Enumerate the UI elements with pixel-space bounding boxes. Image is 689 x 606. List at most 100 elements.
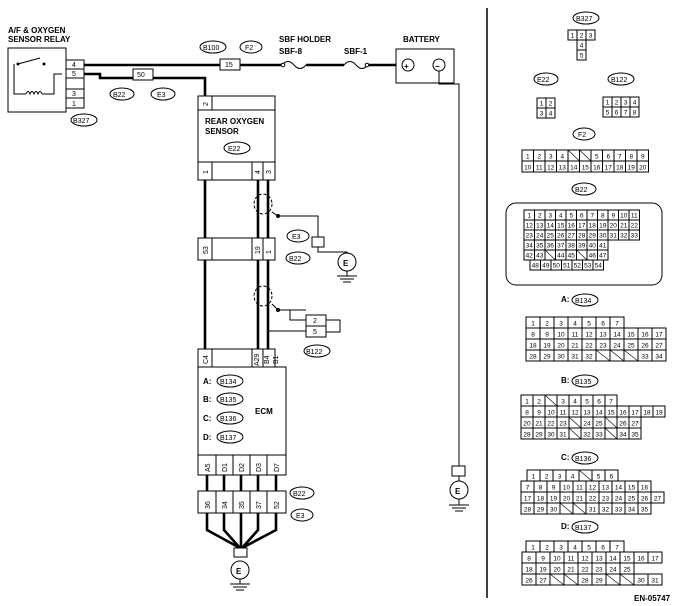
pin-number: 25 — [595, 421, 603, 428]
pin-number: 15 — [628, 485, 636, 492]
pin-number: 9 — [611, 213, 615, 220]
b137-prefix: D: — [561, 522, 569, 531]
pin-number: 32 — [602, 507, 610, 514]
pin-number: 22 — [589, 496, 597, 503]
b22-title-badge — [571, 182, 597, 196]
f2-pin15: 15 — [225, 62, 233, 69]
pin-number: 5 — [587, 545, 591, 552]
pin-number: 19 — [543, 343, 551, 350]
pin-number: 14 — [547, 223, 555, 230]
sensor-pin-bottom: 1 — [203, 170, 210, 174]
pin-cell — [637, 502, 652, 515]
blank-pin-mark — [578, 469, 593, 482]
pin-number: 23 — [526, 233, 534, 240]
relay-pin: 4 — [72, 62, 76, 69]
ecm-top-pin: C4 — [203, 355, 210, 364]
b122-title-badge — [607, 72, 635, 86]
pin-number: 23 — [602, 496, 610, 503]
pin-number: 9 — [552, 485, 556, 492]
blank-pin-mark — [619, 573, 635, 586]
pin-number: 13 — [583, 410, 591, 417]
pin-number: 25 — [627, 343, 635, 350]
b137-label: B137 — [220, 435, 236, 442]
pin-number: 5 — [569, 213, 573, 220]
pin-number: 1 — [531, 321, 535, 328]
pin-cell — [628, 427, 642, 440]
relay-pin: 5 — [72, 71, 76, 78]
pin-number: 15 — [623, 556, 631, 563]
pin-number: 14 — [609, 556, 617, 563]
pin-number: 5 — [606, 110, 610, 117]
pin-number: 1 — [527, 213, 531, 220]
pin-number: 31 — [610, 233, 618, 240]
b22-label: B22 — [293, 491, 306, 498]
relay-coil-lead — [13, 64, 26, 95]
shield-upper — [253, 193, 273, 215]
pin-number: 27 — [631, 421, 639, 428]
pin-number: 9 — [537, 410, 541, 417]
pin-number: 17 — [524, 496, 532, 503]
pin-number: 35 — [631, 432, 639, 439]
e3-label: E3 — [157, 92, 166, 99]
b122-badge — [303, 344, 331, 358]
b22-label: B22 — [113, 92, 126, 99]
b136-title-badge — [571, 451, 599, 465]
b134-title: B134 — [575, 298, 591, 305]
battery-minus: − — [435, 62, 440, 71]
pin-number: 3 — [589, 33, 593, 40]
pin-cell — [576, 49, 587, 61]
sensor-title-line2: SENSOR — [205, 127, 239, 136]
pin-number: 27 — [654, 496, 662, 503]
b122-pin: 5 — [313, 329, 317, 336]
ecm-bottom-pin: D7 — [274, 463, 281, 472]
pin-cell — [545, 107, 556, 119]
pin-number: 25 — [628, 496, 636, 503]
pin-number: 18 — [525, 567, 533, 574]
pin-number: 20 — [563, 496, 571, 503]
pin-number: 17 — [578, 223, 586, 230]
pin-number: 30 — [637, 578, 645, 585]
pin-number: 35 — [536, 243, 544, 250]
pin-number: 5 — [585, 399, 589, 406]
pin-number: 14 — [615, 485, 623, 492]
pin-number: 33 — [595, 432, 603, 439]
pin-number: 16 — [619, 410, 627, 417]
b327-label: B327 — [73, 118, 89, 125]
pin-number: 2 — [545, 321, 549, 328]
b122-label: B122 — [306, 349, 322, 356]
pin-number: 23 — [559, 421, 567, 428]
pin-number: 31 — [571, 354, 579, 361]
ecm-connector-b: B: — [203, 395, 211, 404]
b22-badge-top — [109, 87, 135, 101]
sbf8-label: SBF-8 — [279, 47, 303, 56]
ecm-connector-c: C: — [203, 414, 211, 423]
relay-coil-lead-2 — [42, 73, 62, 95]
pin-number: 20 — [639, 165, 647, 172]
pin-number: 8 — [531, 332, 535, 339]
pin-number: 21 — [535, 421, 543, 428]
blank-pin-mark — [604, 416, 618, 429]
pin-number: 23 — [595, 567, 603, 574]
pin-number: 54 — [595, 263, 603, 270]
pin-number: 5 — [595, 154, 599, 161]
pin-number: 50 — [553, 263, 561, 270]
blank-pin-mark — [568, 427, 582, 440]
pin-number: 31 — [651, 578, 659, 585]
ecm-bottom-pin: A5 — [205, 463, 212, 472]
pin-number: 20 — [557, 343, 565, 350]
pin-number: 26 — [641, 496, 649, 503]
b100-badge — [199, 40, 227, 54]
pin-number: 10 — [557, 332, 565, 339]
pin-number: 28 — [578, 233, 586, 240]
pin-number: 5 — [587, 321, 591, 328]
pin-number: 11 — [576, 485, 583, 492]
pin-cell — [647, 551, 663, 564]
pin-number: 28 — [581, 578, 589, 585]
pin-number: 11 — [560, 410, 567, 417]
pin-number: 3 — [559, 321, 563, 328]
pin-number: 14 — [613, 332, 621, 339]
pin-number: 10 — [620, 213, 628, 220]
ground-label: E — [455, 487, 461, 496]
